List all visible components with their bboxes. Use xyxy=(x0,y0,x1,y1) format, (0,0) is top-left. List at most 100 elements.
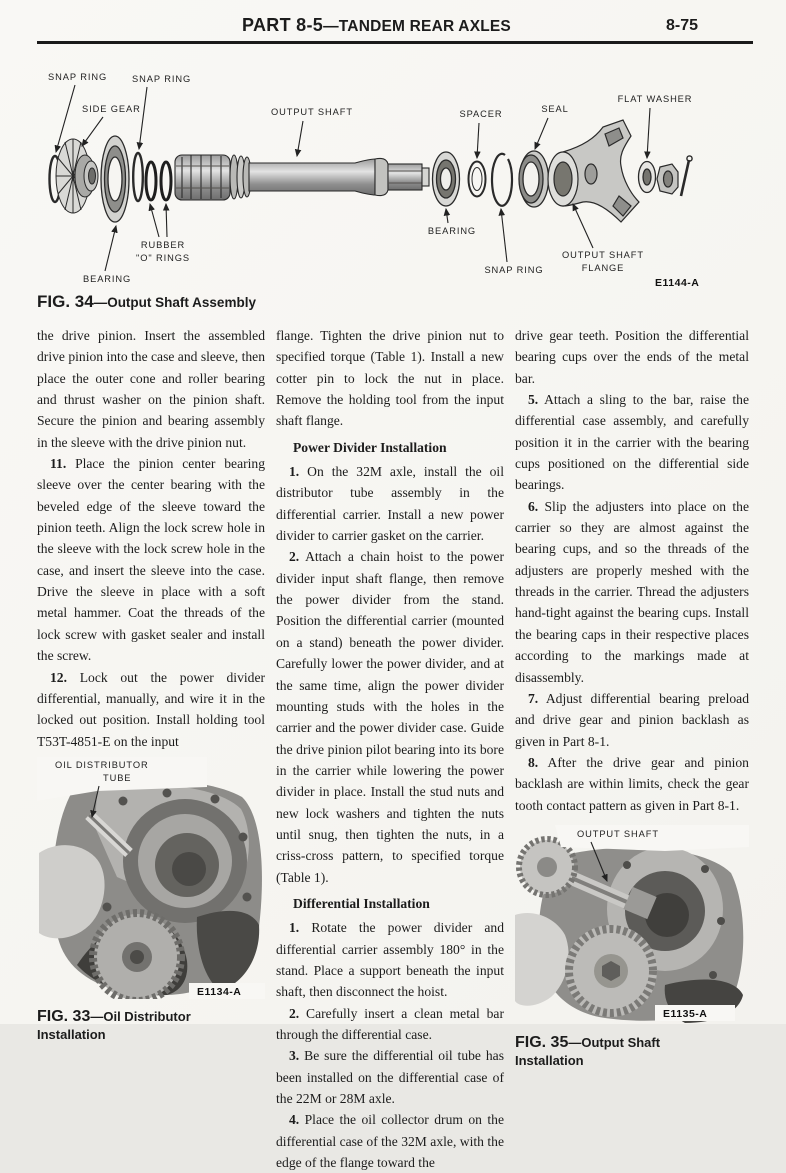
paragraph: drive gear teeth. Position the different… xyxy=(515,325,749,389)
fig35-label-backdrop xyxy=(555,824,749,851)
paragraph: 1. Rotate the power divider and differen… xyxy=(276,917,504,1002)
rubber-o-rings-part xyxy=(144,160,173,202)
nut-part xyxy=(656,163,679,195)
paragraph: the drive pinion. Insert the assembled d… xyxy=(37,325,265,453)
paragraph-text: drive gear teeth. Position the different… xyxy=(515,328,749,386)
paragraph: 8. After the drive gear and pinion backl… xyxy=(515,752,749,816)
label-rubber-line1: RUBBER xyxy=(141,240,185,250)
page-number: 8-75 xyxy=(665,17,698,34)
paragraph: 3. Be sure the differential oil tube has… xyxy=(276,1045,504,1109)
subheading-differential-installation: Differential Installation xyxy=(293,895,430,911)
paragraph-text: Place the pinion center bearing sleeve o… xyxy=(37,456,266,664)
fig35-code-backdrop xyxy=(655,1004,735,1021)
output-shaft-part xyxy=(174,154,430,201)
paragraph-text: After the drive gear and pinion backlash… xyxy=(515,754,749,813)
paragraph: 12. Lock out the power divider different… xyxy=(37,667,265,752)
fig33-photo: OIL DISTRIBUTOR TUBE E1134-A xyxy=(37,756,265,1005)
label-seal: SEAL xyxy=(541,104,568,114)
fig33-label-line1: OIL DISTRIBUTOR xyxy=(55,760,149,770)
text-columns: the drive pinion. Insert the assembled d… xyxy=(37,325,751,1173)
step-number: 6. xyxy=(528,498,539,514)
output-shaft-flange-part xyxy=(547,119,640,223)
fig33-photo-art xyxy=(39,779,262,1005)
label-snap-ring-3: SNAP RING xyxy=(484,265,543,275)
fig34-caption-title: —Output Shaft Assembly xyxy=(93,295,256,310)
paragraph-text: Lock out the power divider differential,… xyxy=(37,669,265,749)
fig35-label: OUTPUT SHAFT xyxy=(577,829,659,839)
step-number: 5. xyxy=(528,392,539,408)
paragraph: 2. Carefully insert a clean metal bar th… xyxy=(276,1003,504,1046)
paragraph: 4. Place the oil collector drum on the d… xyxy=(276,1109,504,1173)
paragraph-text: Adjust differential bearing preload and … xyxy=(515,690,749,749)
fig33-caption-title: —Oil Distributor xyxy=(90,1009,191,1025)
fig35-caption-number: FIG. 35 xyxy=(515,1034,569,1052)
header-rule xyxy=(37,41,753,44)
step-number: 12. xyxy=(50,669,67,685)
step-number: 8. xyxy=(528,754,539,770)
paragraph-text: the drive pinion. Insert the assembled d… xyxy=(37,328,266,450)
step-number: 1. xyxy=(289,920,300,936)
fig35-caption-title: —Output Shaft xyxy=(568,1035,661,1051)
fig34-output-shaft-assembly-diagram: SNAP RING SIDE GEAR SNAP RING OUTPUT SHA… xyxy=(35,54,751,289)
paragraph-text: Rotate the power divider and differentia… xyxy=(276,920,504,1000)
fig35-caption-line2: Installation xyxy=(515,1053,584,1069)
fig35-output-shaft-photo: OUTPUT SHAFT E1135-A FIG. 35—Output Shaf… xyxy=(515,824,749,1070)
fig34-caption: FIG. 34—Output Shaft Assembly xyxy=(37,292,256,312)
snap-ring-right-part xyxy=(490,152,514,207)
seal-part xyxy=(518,150,550,208)
fig35-photo-art xyxy=(515,835,744,1023)
bearing-left-part xyxy=(100,135,130,223)
fig33-caption-line2: Installation xyxy=(37,1027,106,1043)
step-number: 7. xyxy=(528,690,539,706)
snap-ring-mid-part xyxy=(131,151,144,203)
fig35-caption: FIG. 35—Output Shaft Installation xyxy=(515,1034,749,1070)
subheading-power-divider-installation: Power Divider Installation xyxy=(293,439,447,455)
label-flange-line1: OUTPUT SHAFT xyxy=(562,250,644,260)
paragraph-text: Attach a chain hoist to the power divide… xyxy=(276,549,504,885)
fig33-label-line2: TUBE xyxy=(103,773,131,783)
label-bearing-right: BEARING xyxy=(428,226,476,236)
fig33-caption: FIG. 33—Oil Distributor Installation xyxy=(37,1008,265,1044)
fig34-drawing: SNAP RING SIDE GEAR SNAP RING OUTPUT SHA… xyxy=(48,72,699,289)
label-snap-ring-1: SNAP RING xyxy=(48,72,107,82)
step-number: 1. xyxy=(289,464,300,480)
step-number: 2. xyxy=(289,549,300,565)
step-number: 4. xyxy=(289,1112,300,1128)
paragraph-text: On the 32M axle, install the oil distrib… xyxy=(276,464,504,544)
column-2: flange. Tighten the drive pinion nut to … xyxy=(276,325,504,1173)
paragraph-text: Slip the adjusters into place on the car… xyxy=(515,498,749,685)
fig33-code-backdrop xyxy=(189,982,265,999)
paragraph: flange. Tighten the drive pinion nut to … xyxy=(276,325,504,432)
fig34-caption-number: FIG. 34 xyxy=(37,292,94,311)
side-gear-part xyxy=(55,138,99,214)
flat-washer-part xyxy=(637,160,657,194)
fig35-code: E1135-A xyxy=(663,1008,707,1020)
paragraph: 11. Place the pinion center bearing slee… xyxy=(37,453,265,666)
label-output-shaft: OUTPUT SHAFT xyxy=(271,107,353,117)
fig33-code: E1134-A xyxy=(197,986,241,998)
label-spacer: SPACER xyxy=(460,109,503,119)
column-1: the drive pinion. Insert the assembled d… xyxy=(37,325,265,1173)
page-header: PART 8-5—TANDEM REAR AXLES xyxy=(37,15,716,36)
fig35-photo: OUTPUT SHAFT E1135-A xyxy=(515,824,749,1023)
fig33-caption-number: FIG. 33 xyxy=(37,1008,91,1026)
paragraph: 1. On the 32M axle, install the oil dist… xyxy=(276,461,504,546)
paragraph: 7. Adjust differential bearing preload a… xyxy=(515,688,749,752)
label-flat-washer: FLAT WASHER xyxy=(618,94,693,104)
paragraph: 6. Slip the adjusters into place on the … xyxy=(515,496,749,688)
column-3: drive gear teeth. Position the different… xyxy=(515,325,749,1173)
paragraph-text: Attach a sling to the bar, raise the dif… xyxy=(515,392,750,493)
label-snap-ring-2: SNAP RING xyxy=(132,74,191,84)
paragraph-text: Be sure the differential oil tube has be… xyxy=(276,1048,504,1107)
paragraph-text: flange. Tighten the drive pinion nut to … xyxy=(276,328,504,429)
fig33-oil-distributor-photo: OIL DISTRIBUTOR TUBE E1134-A FIG. 33—Oil… xyxy=(37,756,265,1044)
label-side-gear: SIDE GEAR xyxy=(82,104,141,114)
step-number: 3. xyxy=(289,1048,300,1064)
bearing-right-part xyxy=(431,151,461,207)
paragraph: 5. Attach a sling to the bar, raise the … xyxy=(515,389,749,496)
label-flange-line2: FLANGE xyxy=(582,263,625,273)
fig34-code: E1144-A xyxy=(655,277,699,288)
header-section-title: —TANDEM REAR AXLES xyxy=(323,18,511,35)
step-number: 11. xyxy=(50,456,67,472)
